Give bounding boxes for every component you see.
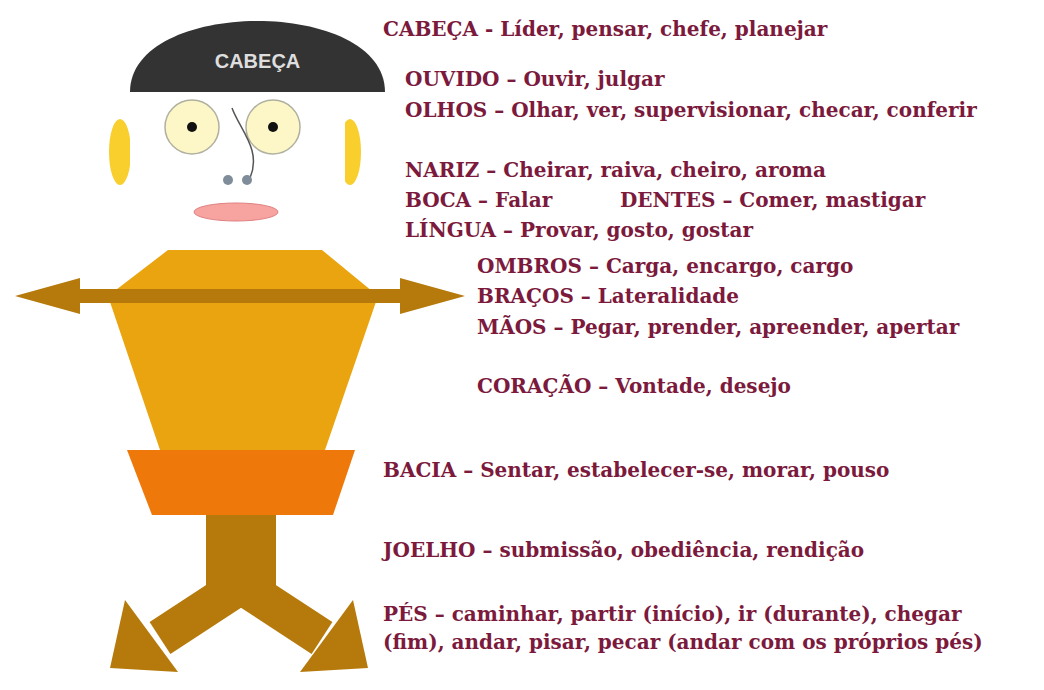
node-text: CABEÇA [130,18,385,73]
face [130,90,345,240]
left-pupil [187,122,197,132]
right-leg [241,585,322,638]
body-part-label: BRAÇOS – Lateralidade [477,282,739,310]
body-part-label: LÍNGUA – Provar, gosto, gostar [405,216,753,244]
torso [108,250,378,450]
body-part-label: JOELHO – submissão, obediência, rendição [383,536,864,564]
body-part-label: CORAÇÃO – Vontade, desejo [477,372,791,400]
body-part-label: DENTES – Comer, mastigar [620,186,925,214]
left-leg [160,585,241,638]
body-part-label: BOCA – Falar [405,186,552,214]
nose-line [232,108,254,178]
body-part-label: PÉS – caminhar, partir (início), ir (dur… [383,600,1028,656]
pelvis [127,450,355,515]
left-eye [165,100,219,154]
head-cap: CABEÇA [130,18,385,92]
body-part-label: NARIZ – Cheirar, raiva, cheiro, aroma [405,156,826,184]
body-part-label: CABEÇA - Líder, pensar, chefe, planejar [383,15,827,43]
body-part-label: OLHOS – Olhar, ver, supervisionar, checa… [405,96,1017,124]
mouth [194,203,278,221]
right-pupil [268,122,278,132]
body-part-label: OMBROS – Carga, encargo, cargo [477,252,853,280]
right-foot-arrow [300,600,368,672]
nostril [242,175,252,185]
nostril [223,175,233,185]
body-part-label: OUVIDO – Ouvir, julgar [405,65,664,93]
arms-arrow [15,278,465,314]
right-eye [246,100,300,154]
left-foot-arrow [110,600,178,672]
body-part-label: BACIA – Sentar, estabelecer-se, morar, p… [383,456,889,484]
body-part-label: MÃOS – Pegar, prender, apreender, aperta… [477,313,987,341]
left-ear [109,119,131,185]
